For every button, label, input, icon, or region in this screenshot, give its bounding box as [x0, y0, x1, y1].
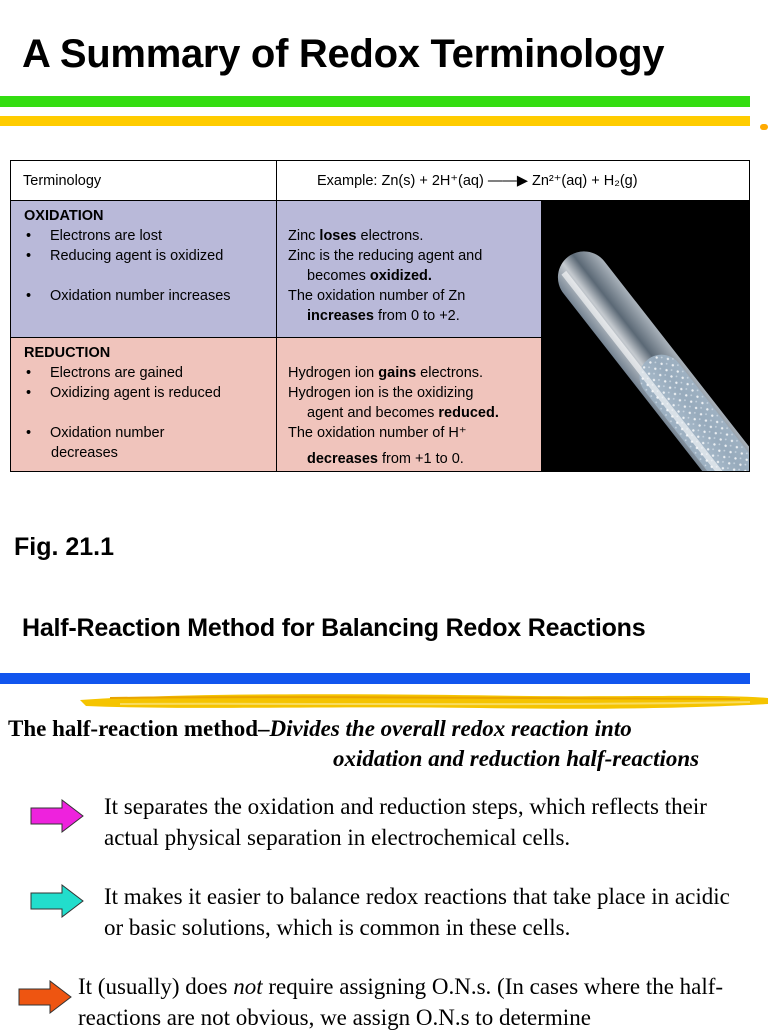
oxidation-example-line: Zinc loses electrons.	[288, 228, 424, 244]
reduction-example-line: Hydrogen ion is the oxidizing	[288, 385, 474, 401]
oxidation-example-line: Zinc is the reducing agent and	[288, 248, 483, 264]
blue-rule	[0, 673, 750, 684]
header-terminology: Terminology	[11, 161, 277, 201]
reduction-example-line: decreases from +1 to 0.	[307, 451, 464, 467]
oxidation-example-line: The oxidation number of Zn	[288, 288, 466, 304]
terminology-table: Terminology Example: Zn(s) + 2H⁺(aq) ——▶…	[10, 160, 750, 472]
reduction-examples: Hydrogen ion gains electrons. Hydrogen i…	[277, 338, 542, 471]
test-tube-image	[557, 251, 749, 471]
reduction-bullet: Oxidation number	[24, 423, 276, 443]
oxidation-bullet: Reducing agent is oxidized	[24, 246, 276, 266]
reduction-title: REDUCTION	[24, 345, 111, 361]
yellow-rule	[0, 116, 750, 126]
oxidation-title: OXIDATION	[24, 208, 104, 224]
reduction-bullet: Electrons are gained	[24, 363, 276, 383]
oxidation-examples: Zinc loses electrons. Zinc is the reduci…	[277, 201, 542, 338]
reduction-example-line: The oxidation number of H⁺	[288, 425, 467, 441]
orange-arrow-icon	[18, 980, 72, 1014]
reduction-example-line: agent and becomes reduced.	[307, 405, 499, 421]
yellow-rule-tip	[760, 124, 768, 130]
oxidation-example-line: becomes oxidized.	[307, 268, 432, 284]
oxidation-bullet: Oxidation number increases	[24, 286, 276, 306]
green-rule	[0, 96, 750, 107]
point-1: It separates the oxidation and reduction…	[104, 794, 707, 850]
teal-arrow-icon	[30, 884, 84, 918]
intro-line-2: oxidation and reduction half-reactions	[333, 746, 700, 771]
oxidation-example-line: increases from 0 to +2.	[307, 308, 460, 324]
header-example: Example: Zn(s) + 2H⁺(aq) ——▶ Zn²⁺(aq) + …	[277, 161, 749, 201]
reduction-example-line: Hydrogen ion gains electrons.	[288, 365, 484, 381]
point-2: It makes it easier to balance redox reac…	[104, 884, 730, 940]
magenta-arrow-icon	[30, 799, 84, 833]
reduction-bullet-cont: decreases	[51, 445, 118, 461]
brush-stroke-decoration	[80, 694, 768, 709]
test-tube-photo	[542, 201, 749, 471]
page-title: A Summary of Redox Terminology	[22, 32, 665, 76]
oxidation-terms: OXIDATION Electrons are lost Reducing ag…	[11, 201, 277, 338]
oxidation-bullet: Electrons are lost	[24, 226, 276, 246]
section-heading: Half-Reaction Method for Balancing Redox…	[22, 614, 646, 642]
reduction-terms: REDUCTION Electrons are gained Oxidizing…	[11, 338, 277, 471]
intro-line-1: The half-reaction method–Divides the ove…	[8, 716, 632, 741]
reduction-bullet: Oxidizing agent is reduced	[24, 383, 276, 403]
figure-label: Fig. 21.1	[14, 533, 115, 561]
